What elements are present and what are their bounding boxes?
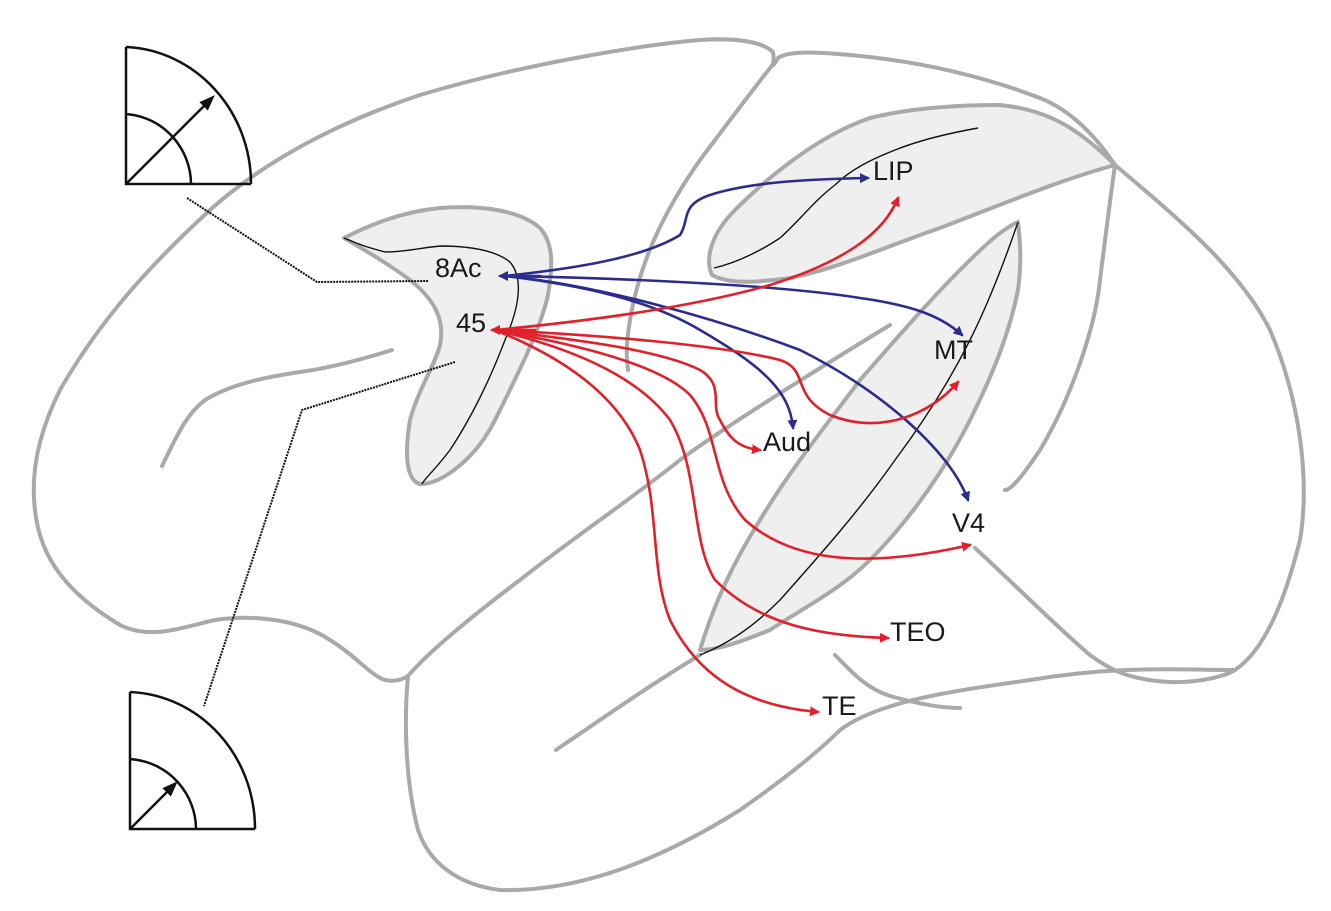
projection-45-MT	[493, 328, 960, 425]
inset-quadrant-top	[124, 45, 253, 186]
label-MT: MT	[934, 335, 973, 365]
projection-45-Aud	[493, 328, 762, 455]
leader-line-45	[203, 361, 456, 707]
lateral-boundary	[406, 323, 892, 678]
projection-8Ac-MT	[503, 274, 964, 337]
brain-outline	[31, 37, 1306, 893]
label-8Ac: 8Ac	[435, 253, 482, 283]
label-V4: V4	[952, 508, 985, 538]
central-sulcus	[624, 56, 780, 372]
projection-8Ac-LIP	[503, 173, 870, 278]
area-labels: 8Ac 45 LIP MT Aud V4 TEO TE	[435, 156, 985, 721]
projection-45-LIP	[493, 196, 900, 332]
label-45: 45	[456, 308, 486, 338]
principal-sulcus	[160, 348, 394, 468]
eccentricity-arrow-icon	[129, 781, 178, 830]
label-TE: TE	[822, 691, 857, 721]
lunate-sulcus	[1003, 163, 1117, 492]
arcuate-fundus	[343, 237, 520, 485]
projection-45-TE	[493, 328, 820, 717]
temporal-lobe-outline	[403, 163, 1306, 893]
intraparietal-fundus	[713, 127, 979, 269]
leader-line-8Ac	[186, 197, 429, 284]
eccentricity-arrow-icon	[125, 95, 215, 185]
projection-45-V4	[493, 328, 972, 560]
inset-quadrant-bottom	[128, 690, 257, 831]
quadrant-inner-arc	[129, 757, 198, 830]
projections-8Ac	[498, 173, 970, 502]
label-LIP: LIP	[873, 156, 914, 186]
frontal-lobe-outline	[31, 37, 775, 683]
occipitotemporal-sulcus	[833, 653, 962, 710]
projections-45	[490, 196, 972, 717]
projection-45-TEO	[493, 328, 890, 643]
inferior-occipital-sulcus	[973, 546, 1237, 685]
label-Aud: Aud	[763, 427, 811, 457]
projection-8Ac-V4	[503, 274, 970, 502]
intraparietal-sulcus-region	[707, 103, 1117, 284]
label-TEO: TEO	[890, 617, 946, 647]
superior-temporal-line	[554, 653, 702, 752]
